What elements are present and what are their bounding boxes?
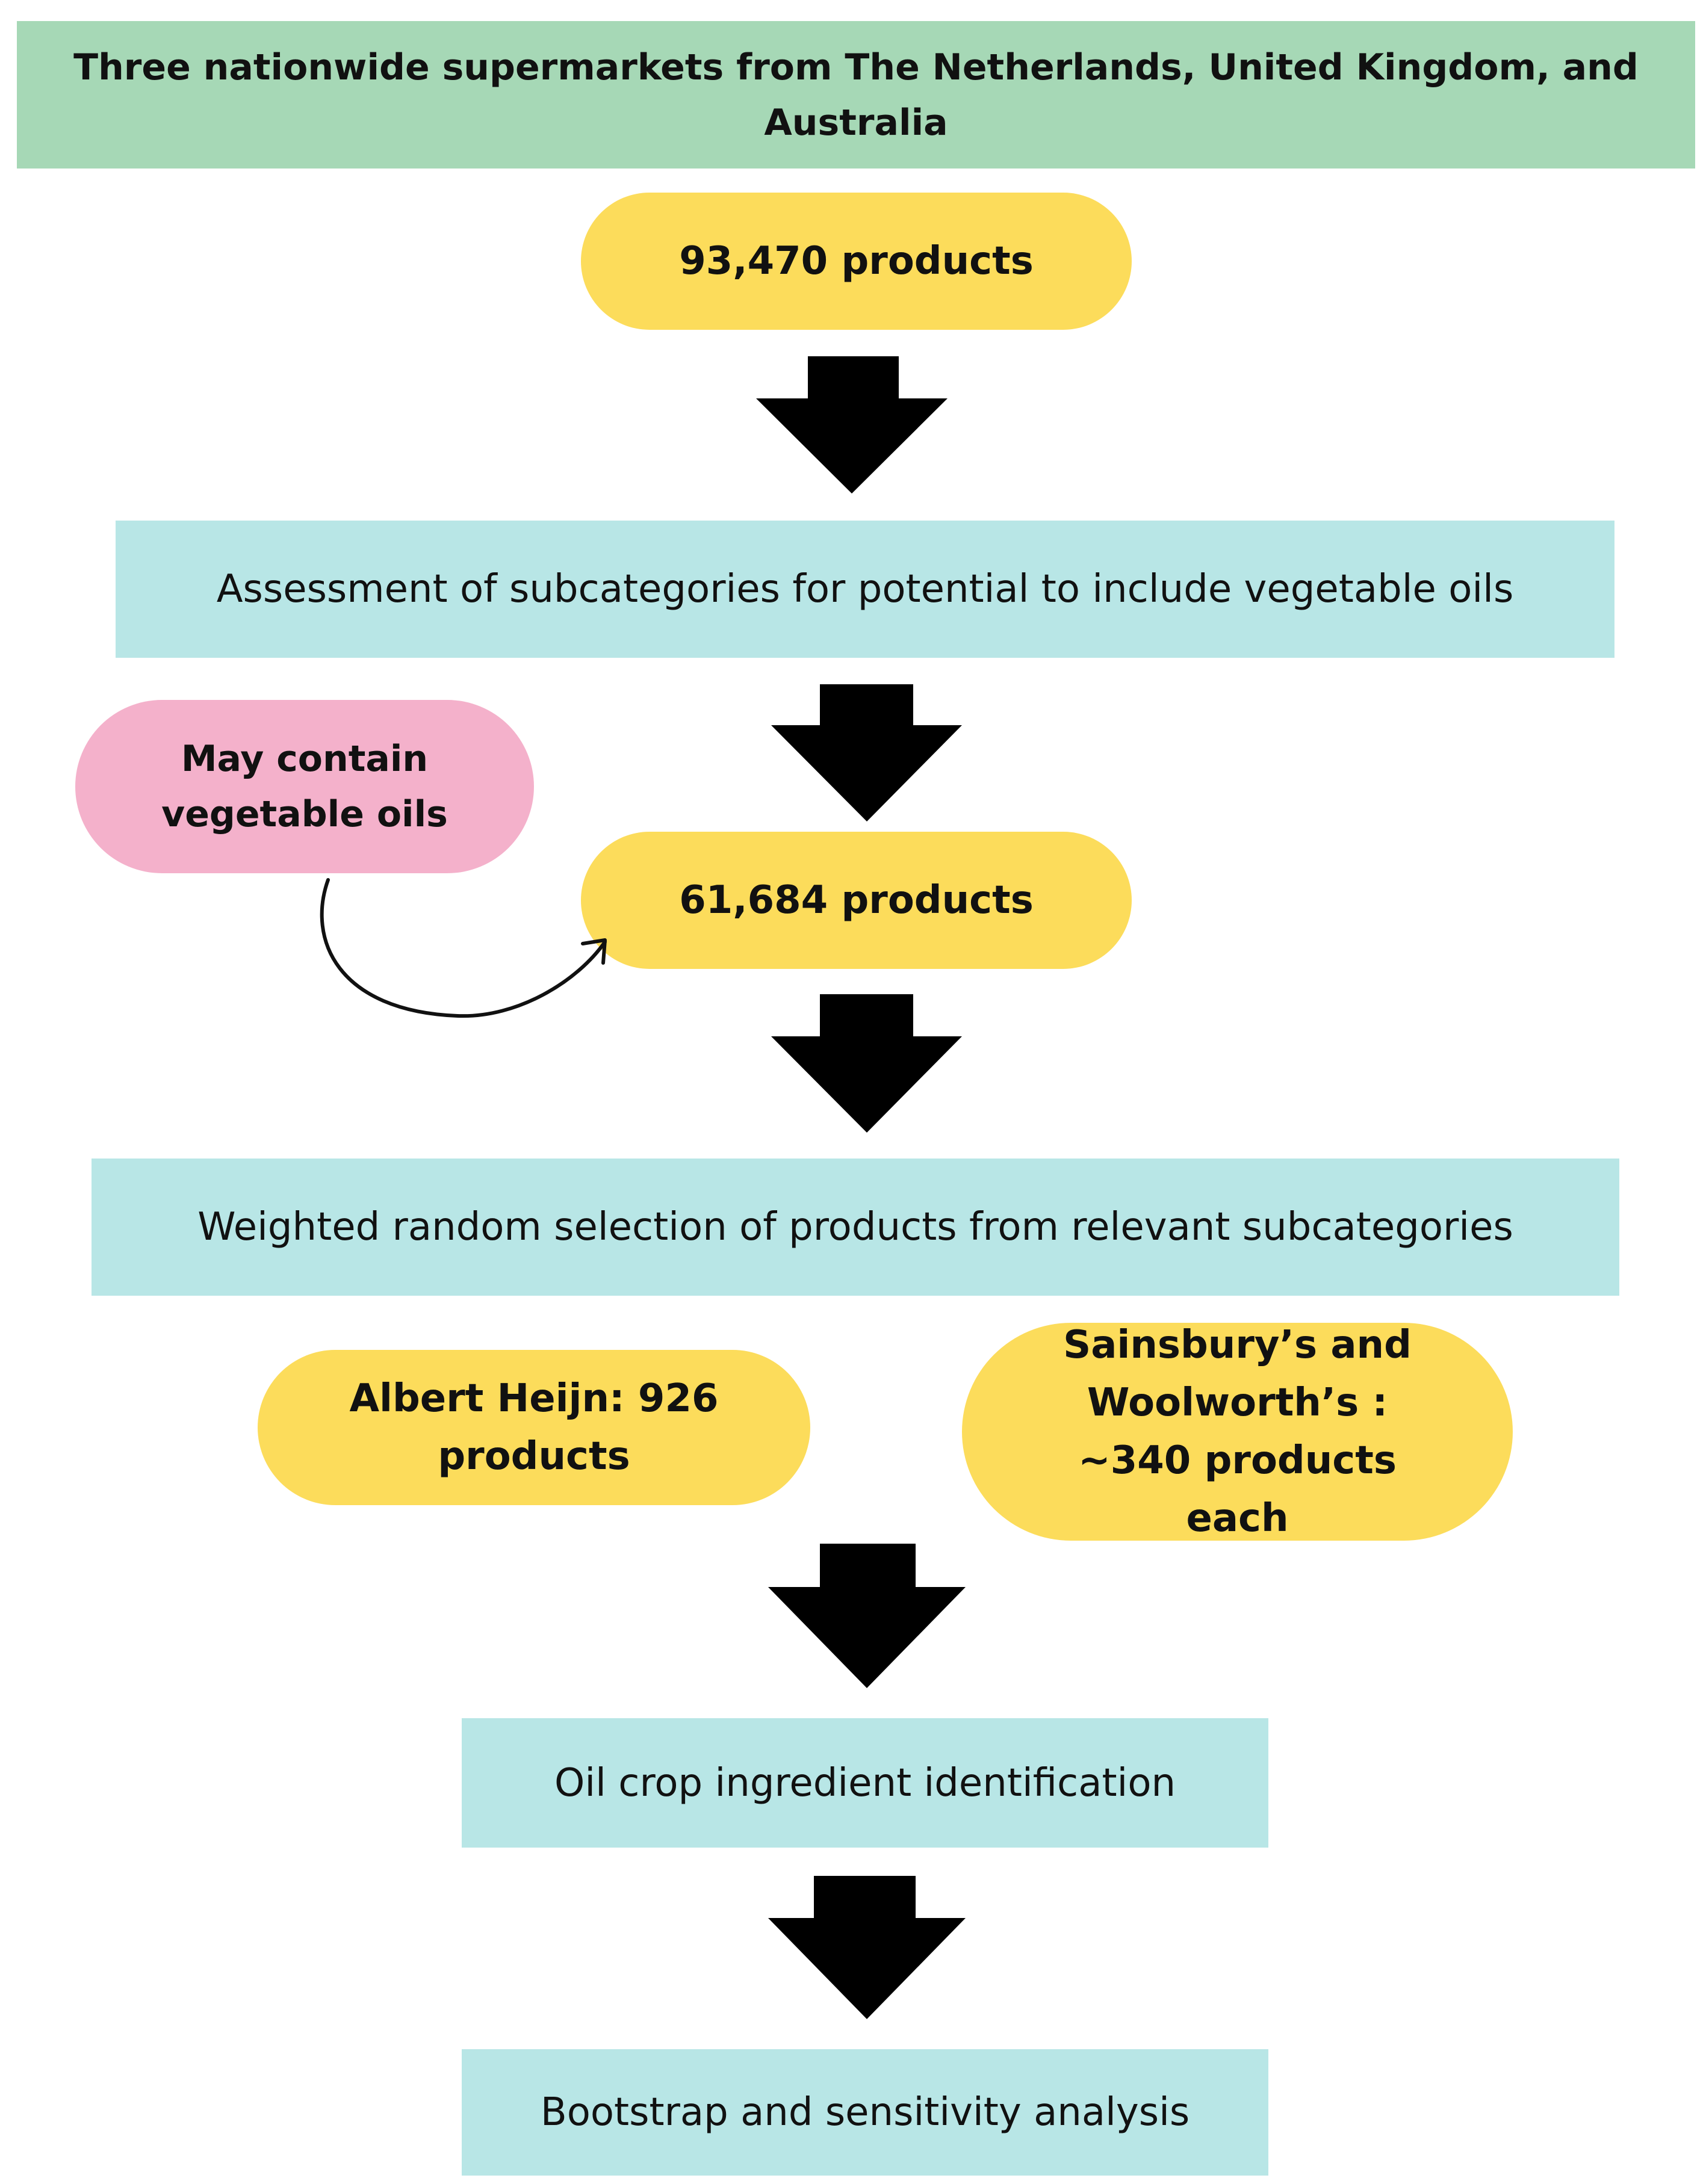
- start-count-node: 93,470 products: [581, 193, 1132, 330]
- curved-connector-arrowhead: [581, 938, 607, 965]
- albert-heijn-node: Albert Heijn: 926 products: [258, 1350, 810, 1505]
- curved-connector-arrow: [320, 878, 607, 1018]
- sainsbury-woolworth-node: Sainsbury’s and Woolworth’s : ~340 produ…: [962, 1323, 1513, 1541]
- assessment-step-box: Assessment of subcategories for potentia…: [116, 521, 1614, 658]
- selection-step-box: Weighted random selection of products fr…: [92, 1159, 1619, 1296]
- bootstrap-step-box: Bootstrap and sensitivity analysis: [462, 2049, 1268, 2176]
- down-arrow-2: [771, 684, 962, 821]
- may-contain-note: May contain vegetable oils: [75, 700, 534, 873]
- down-arrow-3: [771, 994, 962, 1133]
- down-arrow-1: [756, 356, 948, 493]
- diagram-title: Three nationwide supermarkets from The N…: [17, 21, 1695, 169]
- down-arrow-5: [768, 1876, 966, 2019]
- identification-step-box: Oil crop ingredient identification: [462, 1718, 1268, 1848]
- down-arrow-4: [768, 1544, 966, 1688]
- filtered-count-node: 61,684 products: [581, 832, 1132, 969]
